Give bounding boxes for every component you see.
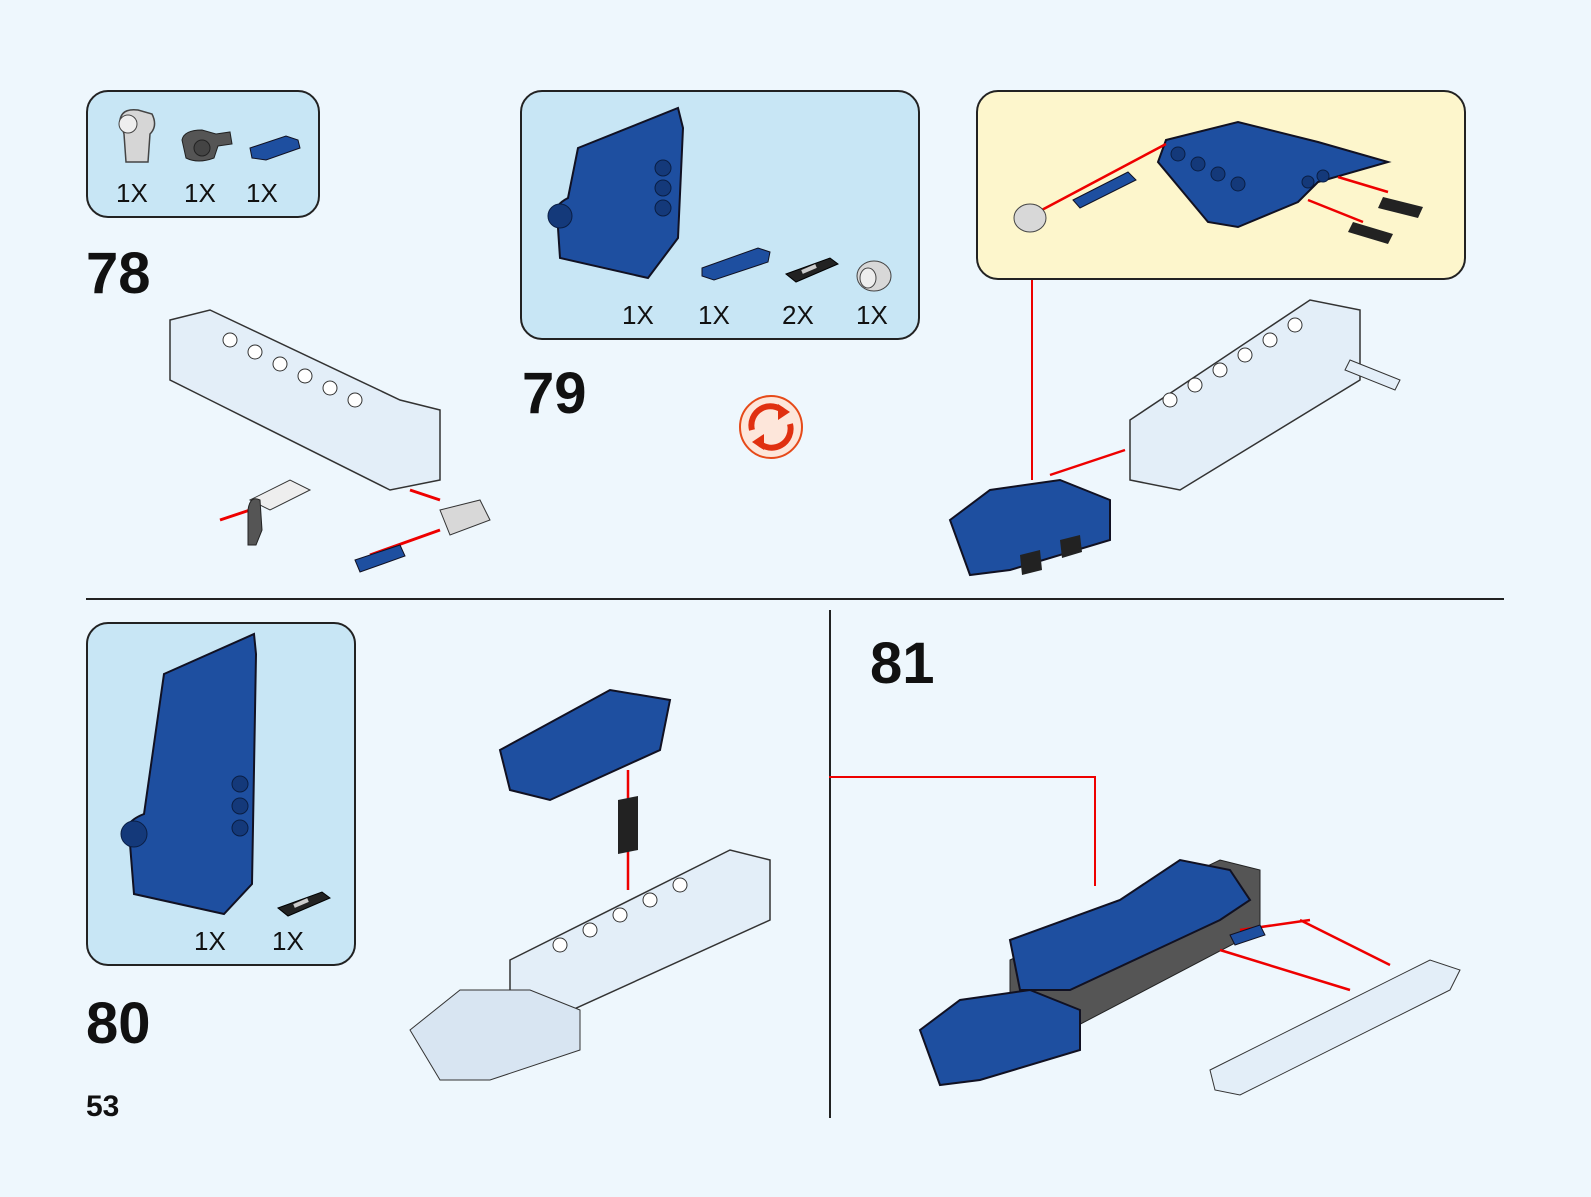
vertical-divider	[829, 610, 831, 1118]
part-qty: 1X	[622, 300, 654, 330]
step-80-parts-box: 1X 1X	[86, 622, 356, 966]
step-number: 80	[86, 991, 151, 1056]
step-80-model	[409, 688, 771, 1081]
step-number: 78	[86, 241, 151, 306]
step-79-model	[948, 299, 1401, 577]
step-number: 79	[522, 361, 587, 426]
step-78-parts-box: 1X 1X 1X	[86, 90, 320, 218]
part-qty: 2X	[782, 300, 814, 330]
part-qty: 1X	[272, 926, 304, 956]
step-79-parts-box: 1X 1X 2X 1X	[520, 90, 920, 340]
subassembly-art	[1013, 120, 1423, 244]
part-qty: 1X	[116, 178, 148, 208]
light-gray-connector-icon	[118, 108, 156, 163]
callout-line	[1031, 280, 1033, 480]
black-pin-icon	[276, 891, 331, 917]
part-qty: 1X	[698, 300, 730, 330]
part-qty: 1X	[194, 926, 226, 956]
page-number: 53	[86, 1090, 120, 1123]
blue-panel-icon	[547, 106, 685, 280]
part-qty: 1X	[184, 178, 216, 208]
step-number: 81	[870, 631, 935, 696]
gray-bush-icon	[856, 260, 892, 292]
callout-line	[829, 776, 1095, 778]
step-78-model	[169, 309, 491, 573]
blue-axle-pin-icon	[249, 135, 301, 161]
rotate-model-icon	[739, 395, 803, 459]
part-qty: 1X	[856, 300, 888, 330]
blue-axle-pin-icon	[701, 247, 771, 281]
callout-line	[1094, 776, 1096, 886]
dark-gray-connector-icon	[181, 129, 233, 162]
step-79-subassembly-box	[976, 90, 1466, 280]
step-81-model	[918, 858, 1461, 1096]
blue-panel-large-icon	[120, 632, 258, 916]
horizontal-divider	[86, 598, 1504, 600]
part-qty: 1X	[246, 178, 278, 208]
black-pin-icon	[784, 257, 839, 283]
